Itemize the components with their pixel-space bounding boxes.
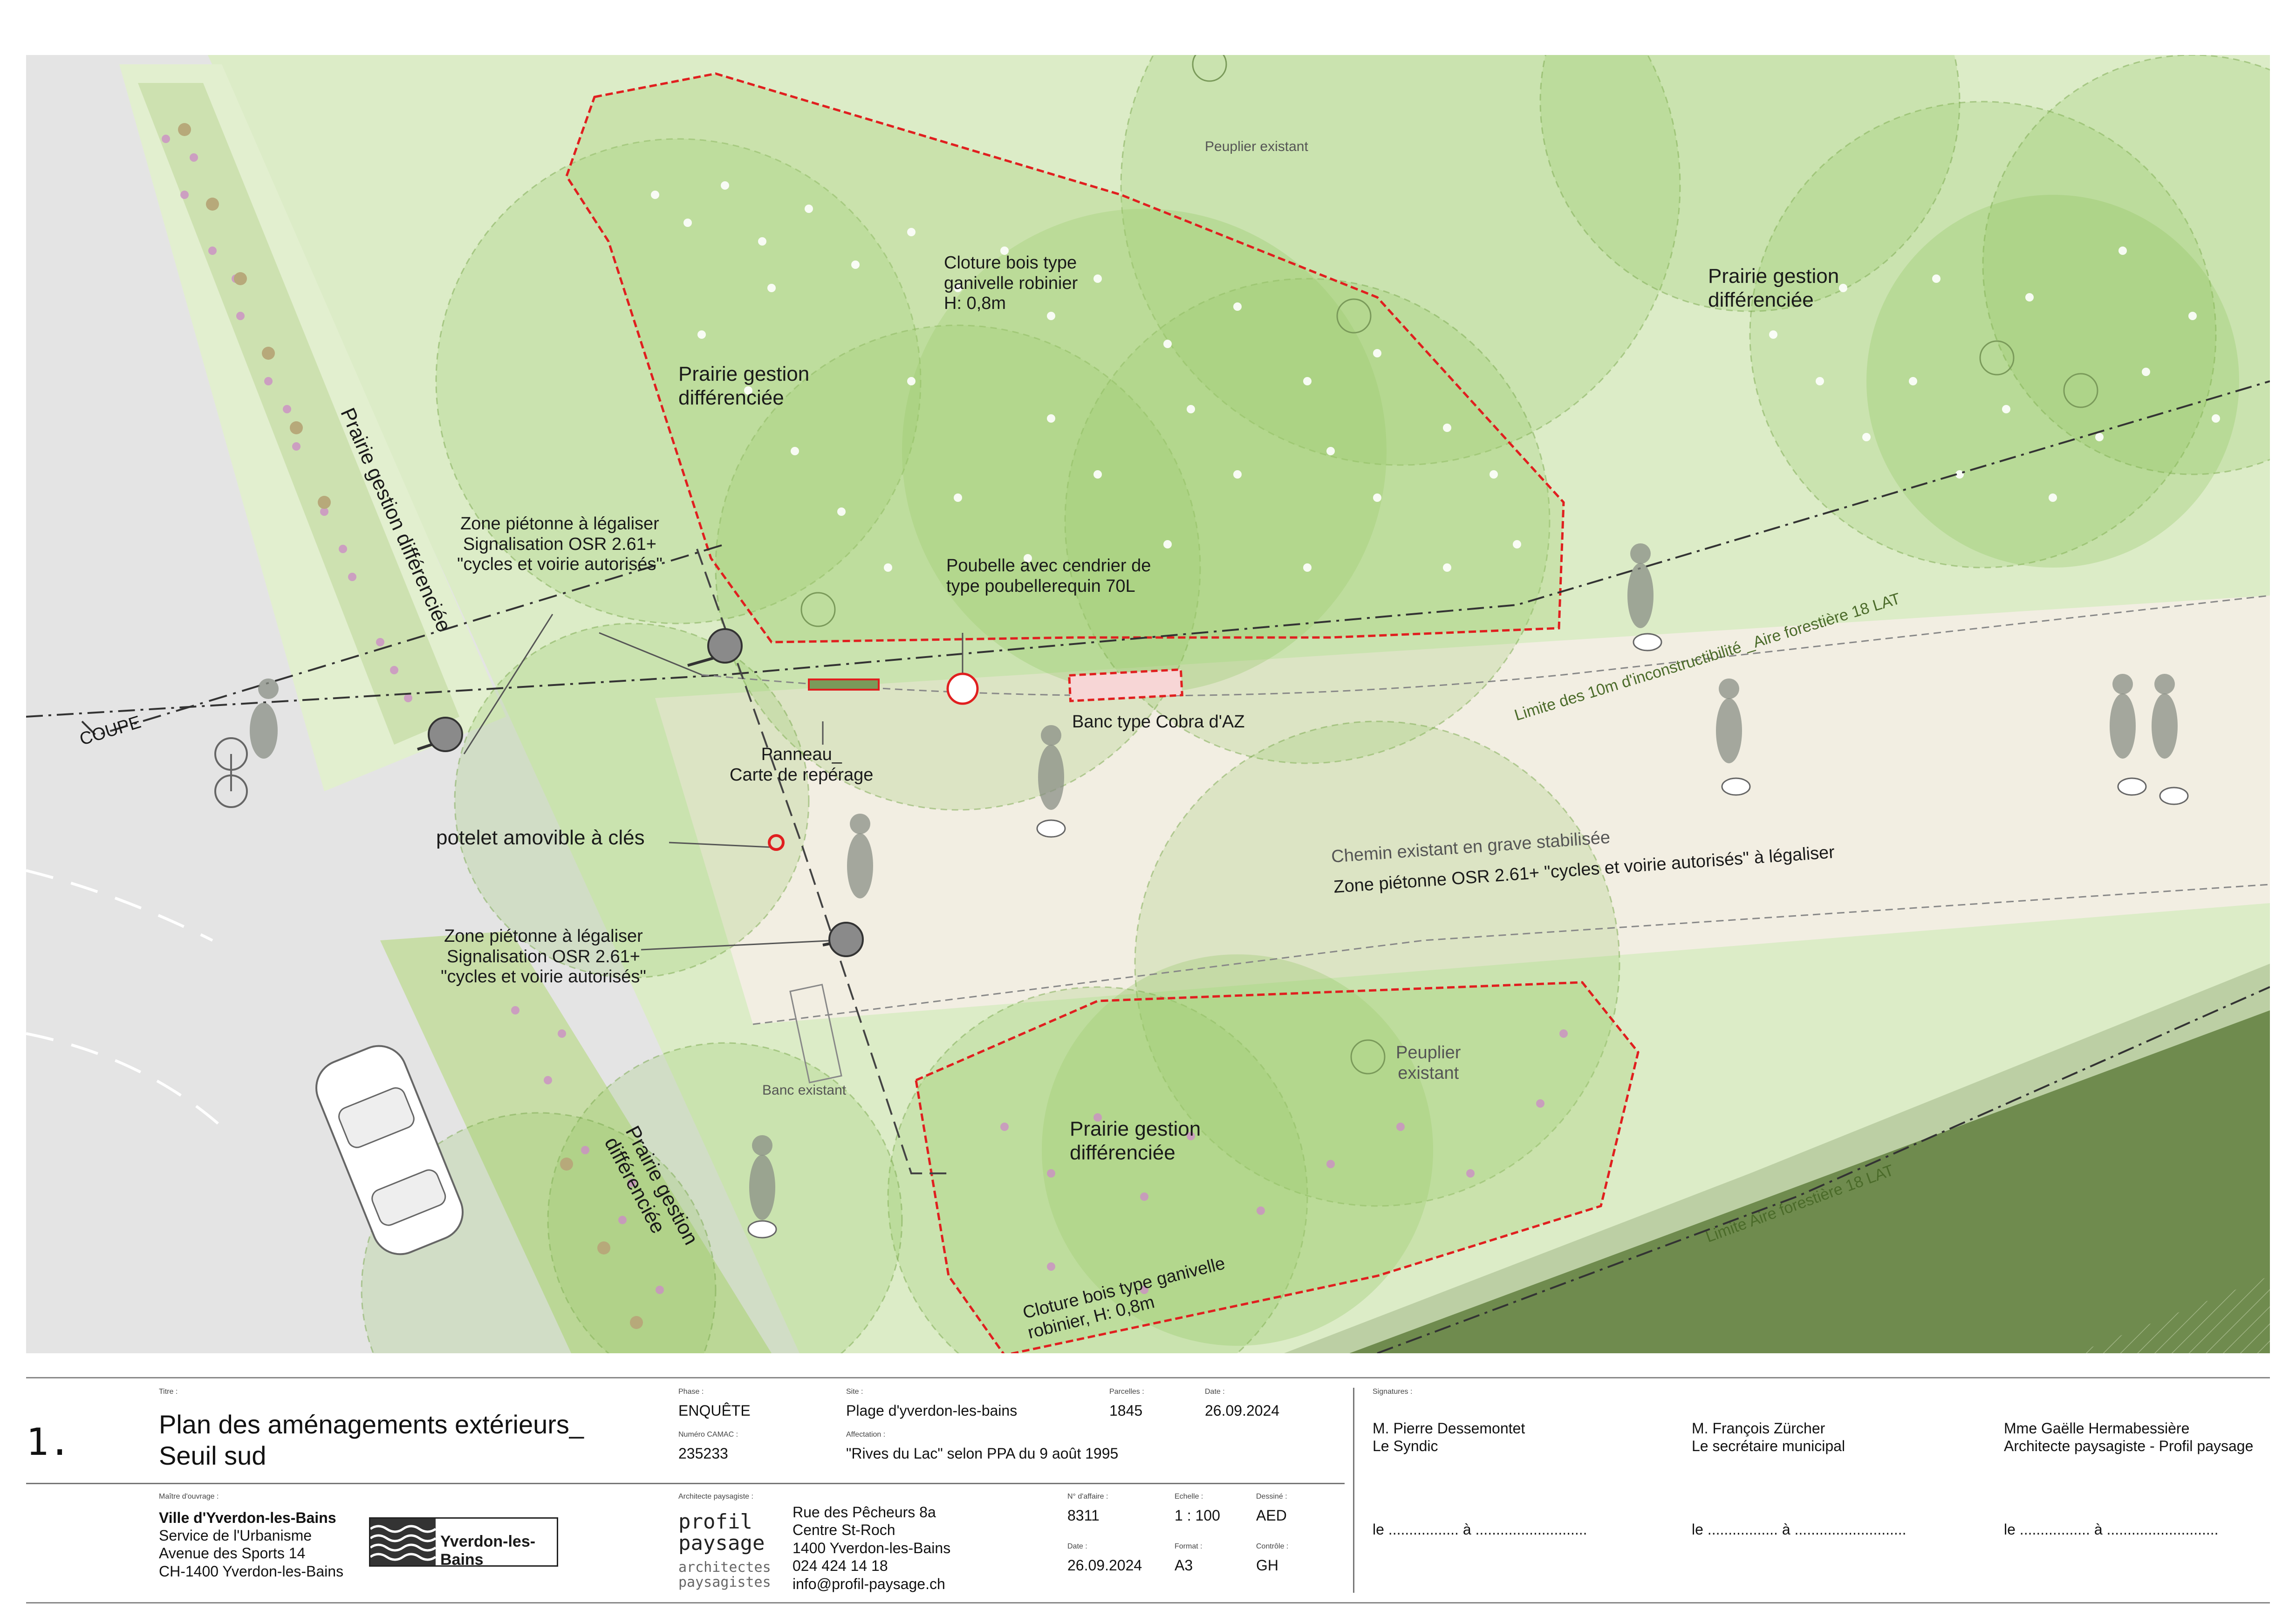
archi-label: Architecte paysagiste : bbox=[678, 1493, 753, 1501]
maitre-label: Maître d'ouvrage : bbox=[159, 1493, 219, 1501]
wave-icon bbox=[370, 1519, 436, 1565]
label-prairie-north: Prairie gestion différenciée bbox=[678, 363, 810, 409]
yverdon-logo-text: Yverdon-les-Bains bbox=[440, 1533, 536, 1569]
controle-value: GH bbox=[1256, 1557, 1278, 1574]
site-label: Site : bbox=[846, 1388, 863, 1396]
label-panneau: Panneau_ Carte de repérage bbox=[730, 745, 874, 785]
label-prairie-south: Prairie gestion différenciée bbox=[1070, 1117, 1201, 1164]
sig1-line[interactable]: le ................. à .................… bbox=[1373, 1521, 1587, 1538]
tree-canopies-dense bbox=[902, 195, 2239, 1346]
yverdon-logo: Yverdon-les-Bains bbox=[369, 1517, 558, 1569]
label-potelet: potelet amovible à clés bbox=[436, 826, 645, 849]
tree-trunks bbox=[800, 55, 2098, 1075]
profil-paysage-logo: profil paysage bbox=[678, 1510, 765, 1555]
left-meadow-strip-inner bbox=[138, 83, 459, 745]
plan-title: Plan des aménagements extérieurs_ Seuil … bbox=[159, 1410, 584, 1471]
date2-label: Date : bbox=[1067, 1542, 1087, 1550]
maitre-name: Ville d'Yverdon-les-Bains bbox=[159, 1509, 336, 1526]
sign-post-1 bbox=[687, 628, 743, 667]
sig2-line[interactable]: le ................. à .................… bbox=[1692, 1521, 1906, 1538]
echelle-value: 1 : 100 bbox=[1175, 1507, 1220, 1524]
parcelles-label: Parcelles : bbox=[1109, 1388, 1144, 1396]
label-peuplier-bottom: Peuplier existant bbox=[1396, 1043, 1461, 1083]
phase-label: Phase : bbox=[678, 1388, 704, 1396]
site-plan: Prairie gestion différenciée Prairie ges… bbox=[26, 55, 2270, 1353]
dessine-value: AED bbox=[1256, 1507, 1287, 1524]
people bbox=[250, 543, 2178, 1220]
lower-left-meadow-strip bbox=[380, 931, 772, 1353]
bicycle bbox=[214, 737, 248, 808]
affaire-value: 8311 bbox=[1067, 1507, 1100, 1524]
road-markings bbox=[26, 869, 223, 1128]
sig2-name: M. François Zürcher bbox=[1692, 1420, 1825, 1437]
divider-horizontal bbox=[26, 1483, 1345, 1484]
label-zone-pietonne-top: Zone piétonne à légaliser Signalisation … bbox=[457, 514, 663, 575]
trash-bin bbox=[946, 672, 979, 705]
label-banc-existant: Banc existant bbox=[762, 1083, 847, 1098]
bollard bbox=[768, 834, 785, 851]
sig3-role: Architecte paysagiste - Profil paysage bbox=[2004, 1438, 2254, 1454]
label-cloture-top: Cloture bois type ganivelle robinier H: … bbox=[944, 253, 1078, 314]
fence-south bbox=[915, 981, 1640, 1353]
maitre-address: Service de l'Urbanisme Avenue des Sports… bbox=[159, 1527, 344, 1580]
affectation-label: Affectation : bbox=[846, 1431, 886, 1439]
sign-post-2 bbox=[417, 717, 463, 752]
meadow-dots-north bbox=[651, 181, 2220, 572]
existing-bench bbox=[789, 984, 842, 1083]
limit-10m-line bbox=[26, 380, 2270, 718]
sig1-name: M. Pierre Dessemontet bbox=[1373, 1420, 1525, 1437]
phase-value: ENQUÊTE bbox=[678, 1402, 751, 1419]
archi-address: Rue des Pêcheurs 8a Centre St-Roch 1400 … bbox=[793, 1504, 951, 1592]
info-panel bbox=[808, 678, 880, 691]
dogs bbox=[747, 633, 2189, 1239]
date-label: Date : bbox=[1205, 1388, 1225, 1396]
leader-lines bbox=[463, 614, 964, 951]
titre-label: Titre : bbox=[159, 1388, 178, 1396]
site-value: Plage d'yverdon-les-bains bbox=[846, 1402, 1018, 1419]
sign-post-3 bbox=[822, 922, 864, 957]
path-edge-bottom bbox=[752, 884, 2270, 1025]
label-zone-pietonne-mid: Zone piétonne à légaliser Signalisation … bbox=[441, 926, 646, 987]
dessine-label: Dessiné : bbox=[1256, 1493, 1287, 1501]
gravel-path bbox=[655, 596, 2270, 1024]
format-label: Format : bbox=[1175, 1542, 1203, 1550]
parcelles-value: 1845 bbox=[1109, 1402, 1143, 1419]
plan-drawing bbox=[26, 55, 2270, 1353]
label-poubelle: Poubelle avec cendrier de type poubeller… bbox=[946, 556, 1151, 596]
sig3-name: Mme Gaëlle Hermabessière bbox=[2004, 1420, 2190, 1437]
meadow-dots-pink bbox=[162, 135, 1568, 1294]
label-prairie-east: Prairie gestion différenciée bbox=[1708, 265, 1839, 311]
camac-value: 235233 bbox=[678, 1445, 728, 1462]
controle-label: Contrôle : bbox=[1256, 1542, 1289, 1550]
forest-hatch bbox=[2076, 1276, 2270, 1353]
signatures-label: Signatures : bbox=[1373, 1388, 1413, 1396]
date2-value: 26.09.2024 bbox=[1067, 1557, 1142, 1574]
limit-forest-line bbox=[1377, 986, 2270, 1353]
sig2-role: Le secrétaire municipal bbox=[1692, 1438, 1845, 1454]
plan-number: 1. bbox=[26, 1420, 71, 1464]
date-value: 26.09.2024 bbox=[1205, 1402, 1280, 1419]
section-line bbox=[81, 543, 725, 737]
affectation-value: "Rives du Lac" selon PPA du 9 août 1995 bbox=[846, 1445, 1119, 1462]
car bbox=[315, 1045, 464, 1255]
tree-canopies bbox=[361, 55, 2270, 1353]
camac-label: Numéro CAMAC : bbox=[678, 1431, 738, 1439]
format-value: A3 bbox=[1175, 1557, 1193, 1574]
profil-paysage-subtitle: architectes paysagistes bbox=[678, 1559, 771, 1590]
label-peuplier-top: Peuplier existant bbox=[1205, 139, 1308, 154]
road-trees bbox=[178, 123, 643, 1329]
title-block: 1. Titre : Plan des aménagements extérie… bbox=[26, 1377, 2270, 1603]
bench-cobra bbox=[1068, 668, 1183, 702]
sig3-line[interactable]: le ................. à .................… bbox=[2004, 1521, 2219, 1538]
fence-north bbox=[565, 72, 1565, 644]
label-banc-cobra: Banc type Cobra d'AZ bbox=[1072, 712, 1245, 732]
sig1-role: Le Syndic bbox=[1373, 1438, 1438, 1454]
affaire-label: N° d'affaire : bbox=[1067, 1493, 1108, 1501]
divider-vertical bbox=[1353, 1388, 1354, 1593]
zone-boundary-line bbox=[696, 548, 949, 1174]
echelle-label: Echelle : bbox=[1175, 1493, 1203, 1501]
